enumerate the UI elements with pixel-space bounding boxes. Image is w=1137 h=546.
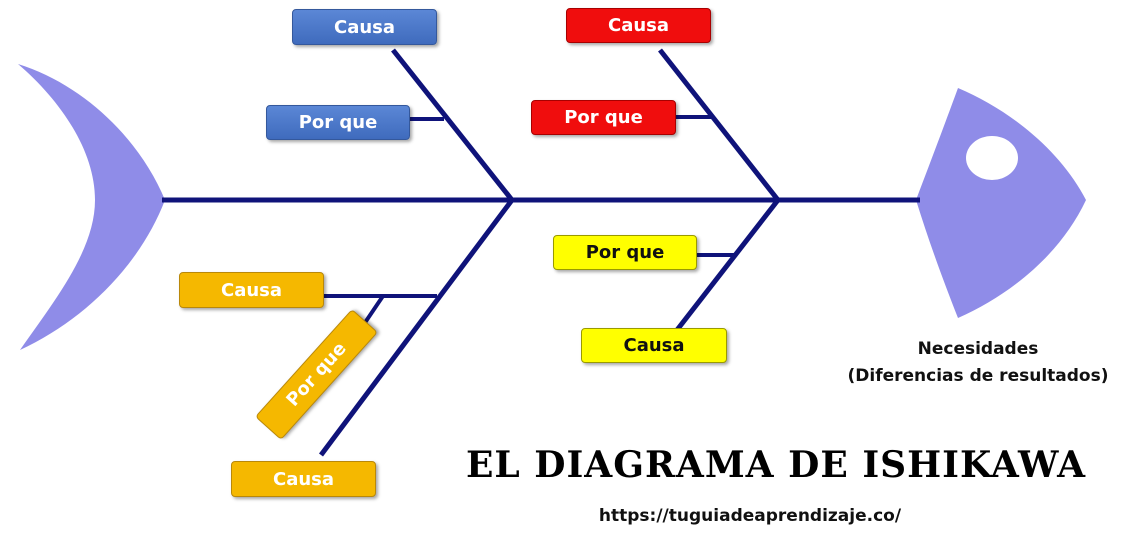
diagram-title: EL DIAGRAMA DE ISHIKAWA	[465, 444, 1087, 486]
effect-line-2: (Diferencias de resultados)	[847, 366, 1109, 386]
bone-upper-right	[658, 48, 780, 202]
fish-head	[916, 88, 1086, 318]
porque-box-top-right: Por que	[531, 100, 676, 135]
effect-line-1: Necesidades	[917, 339, 1039, 359]
fish-eye	[966, 136, 1018, 180]
causa-box-top-left: Causa	[292, 9, 437, 45]
porque-box-top-left: Por que	[266, 105, 410, 140]
bone-upper-left	[391, 48, 514, 202]
source-url: https://tuguiadeaprendizaje.co/	[598, 506, 902, 526]
causa-box-bottom-right: Causa	[581, 328, 727, 363]
porque-box-bottom-right: Por que	[553, 235, 697, 270]
causa-box-top-right: Causa	[566, 8, 711, 43]
causa-box-bottom-left-lower: Causa	[231, 461, 376, 497]
causa-box-bottom-left-upper: Causa	[179, 272, 324, 308]
effect-label: Necesidades (Diferencias de resultados)	[830, 336, 1126, 390]
bone-lower-left	[318, 198, 515, 457]
fish-tail	[18, 64, 165, 350]
bone-lower-right	[675, 198, 780, 332]
